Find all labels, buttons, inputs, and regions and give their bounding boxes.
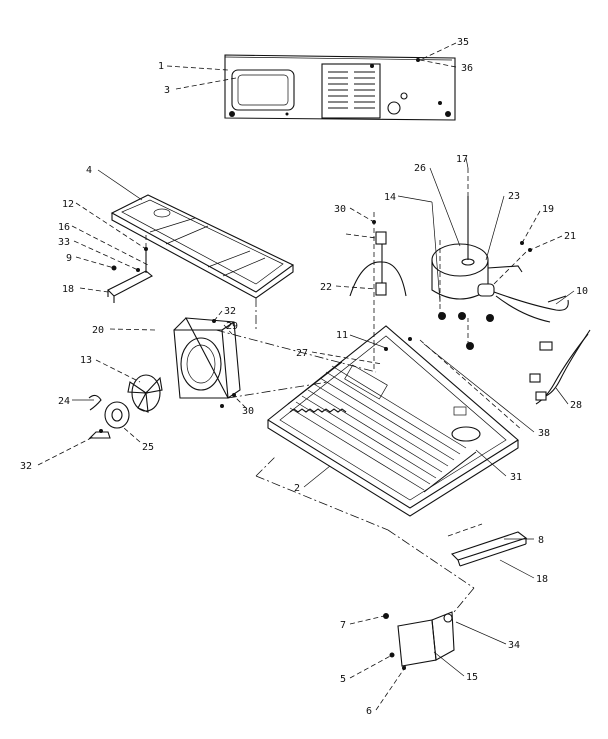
access-panel [224, 54, 456, 121]
label-8: 8 [538, 535, 544, 546]
label-2: 2 [294, 483, 300, 494]
condenser-coils [287, 361, 477, 493]
label-21: 21 [564, 231, 576, 242]
label-11: 11 [336, 330, 348, 341]
label-10: 10 [576, 286, 588, 297]
label-13: 13 [80, 355, 92, 366]
rear-bracket [450, 531, 528, 567]
label-34: 34 [508, 640, 520, 651]
label-30a: 30 [334, 204, 346, 215]
label-24: 24 [58, 396, 70, 407]
label-36: 36 [461, 63, 473, 74]
label-20: 20 [92, 325, 104, 336]
label-22: 22 [320, 282, 332, 293]
label-35: 35 [457, 37, 469, 48]
label-32b: 32 [20, 461, 32, 472]
label-28: 28 [570, 400, 582, 411]
label-38: 38 [538, 428, 550, 439]
wiring-harness [493, 291, 591, 405]
fan-shroud [173, 317, 241, 408]
condenser-base-pan [267, 325, 519, 517]
label-7: 7 [340, 620, 346, 631]
label-19: 19 [542, 204, 554, 215]
label-29: 29 [226, 321, 238, 332]
label-25: 25 [142, 442, 154, 453]
label-17: 17 [456, 154, 468, 165]
label-15: 15 [466, 672, 478, 683]
label-18b: 18 [536, 574, 548, 585]
leader-lines [37, 42, 575, 711]
callout-labels: 1 3 35 36 4 12 16 33 9 18 20 32 29 13 24… [20, 37, 588, 717]
label-5: 5 [340, 674, 346, 685]
lower-bracket [383, 611, 455, 670]
fan-motor [88, 374, 163, 439]
assembly-lines [145, 168, 529, 613]
panel-grille [328, 71, 375, 109]
label-30b: 30 [242, 406, 254, 417]
label-16: 16 [58, 222, 70, 233]
label-1: 1 [158, 61, 164, 72]
label-4: 4 [86, 165, 92, 176]
label-26: 26 [414, 163, 426, 174]
label-6: 6 [366, 706, 372, 717]
label-33: 33 [58, 237, 70, 248]
label-32a: 32 [224, 306, 236, 317]
label-31: 31 [510, 472, 522, 483]
compressor [431, 196, 532, 350]
label-12: 12 [62, 199, 74, 210]
label-3: 3 [164, 85, 170, 96]
label-14: 14 [384, 192, 396, 203]
relay-overload [349, 220, 407, 297]
label-18a: 18 [62, 284, 74, 295]
label-9: 9 [66, 253, 72, 264]
label-23: 23 [508, 191, 520, 202]
label-27: 27 [296, 348, 308, 359]
